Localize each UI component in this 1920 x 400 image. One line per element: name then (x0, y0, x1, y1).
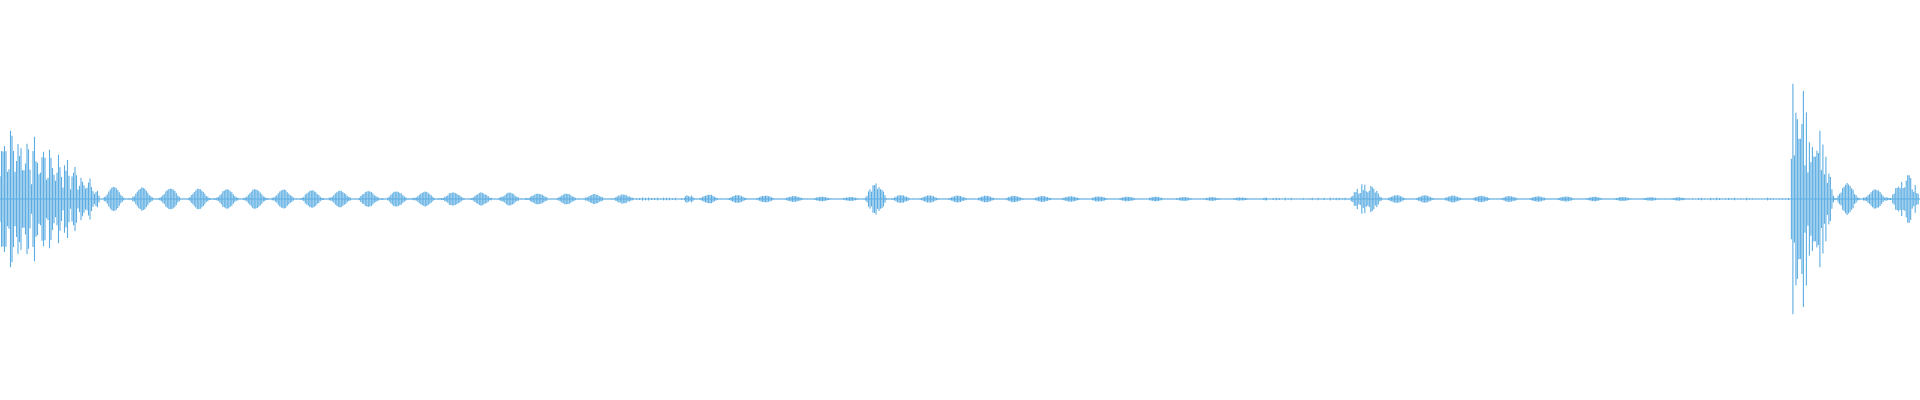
waveform-segment-burst-mid-1 (863, 183, 888, 215)
waveform-path (0, 130, 100, 268)
waveform-segment-tick-1 (684, 195, 695, 203)
waveform-segment-tail-end (1833, 183, 1892, 215)
waveform-path (1381, 195, 1689, 203)
waveform-path (886, 195, 1268, 203)
waveform-path (1833, 183, 1892, 215)
waveform-segment-tail-1 (694, 194, 864, 204)
waveform-path (684, 195, 695, 203)
waveform-path (863, 183, 888, 215)
waveform-path (694, 194, 864, 204)
waveform-segment-burst-start (0, 130, 100, 268)
waveform-segment-tail-2 (886, 195, 1268, 203)
waveform-segment-burst-end (1790, 83, 1834, 315)
waveform-path (99, 187, 633, 211)
waveform-path (1349, 184, 1382, 214)
waveform-segment-quiet-1 (633, 197, 686, 201)
waveform-path (633, 197, 686, 201)
waveform-segment-tail-start (99, 187, 633, 211)
waveform-segment-tail-3 (1381, 195, 1689, 203)
waveform-segment-quiet-3 (1689, 197, 1790, 201)
waveform-path (1790, 83, 1834, 315)
waveform-segment-burst-mid-2 (1349, 184, 1382, 214)
waveform-path (1266, 197, 1349, 201)
waveform-segment-burst-edge (1890, 175, 1920, 223)
waveform-segment-quiet-2 (1266, 197, 1349, 201)
waveform-bars (0, 83, 1920, 315)
waveform-path (1890, 175, 1920, 223)
waveform-path (1689, 197, 1790, 201)
